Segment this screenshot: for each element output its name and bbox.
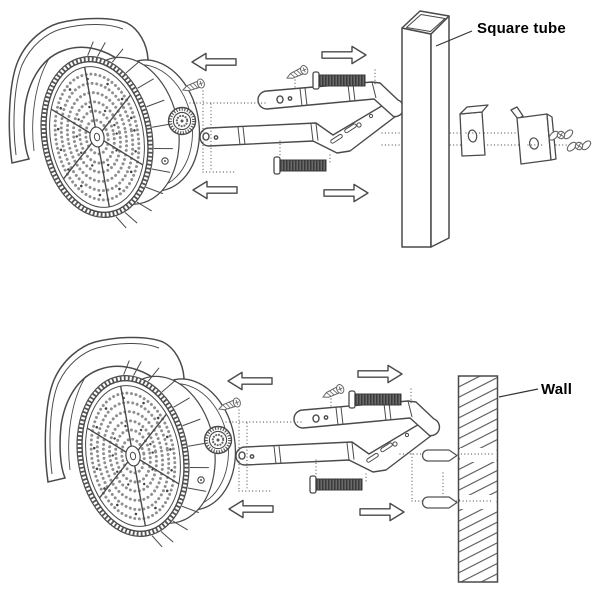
hook-plate — [510, 106, 557, 165]
square-tube-label: Square tube — [477, 20, 566, 37]
wall — [457, 375, 499, 583]
label-leader-line — [435, 30, 473, 47]
square-tube — [401, 10, 450, 248]
assembly-square-tube-mount — [9, 18, 403, 239]
assembly-wall-mount — [45, 337, 439, 558]
expansion-anchor — [421, 449, 458, 462]
square-tube-mount-extras — [381, 10, 595, 248]
wall-mount-extras — [399, 375, 539, 583]
wing-nut — [563, 135, 595, 157]
alignment-dotted-lines — [465, 132, 543, 146]
wall-label: Wall — [541, 381, 573, 398]
expansion-anchor — [421, 496, 458, 509]
label-leader-line — [498, 388, 539, 398]
clamp-plate — [459, 104, 489, 157]
